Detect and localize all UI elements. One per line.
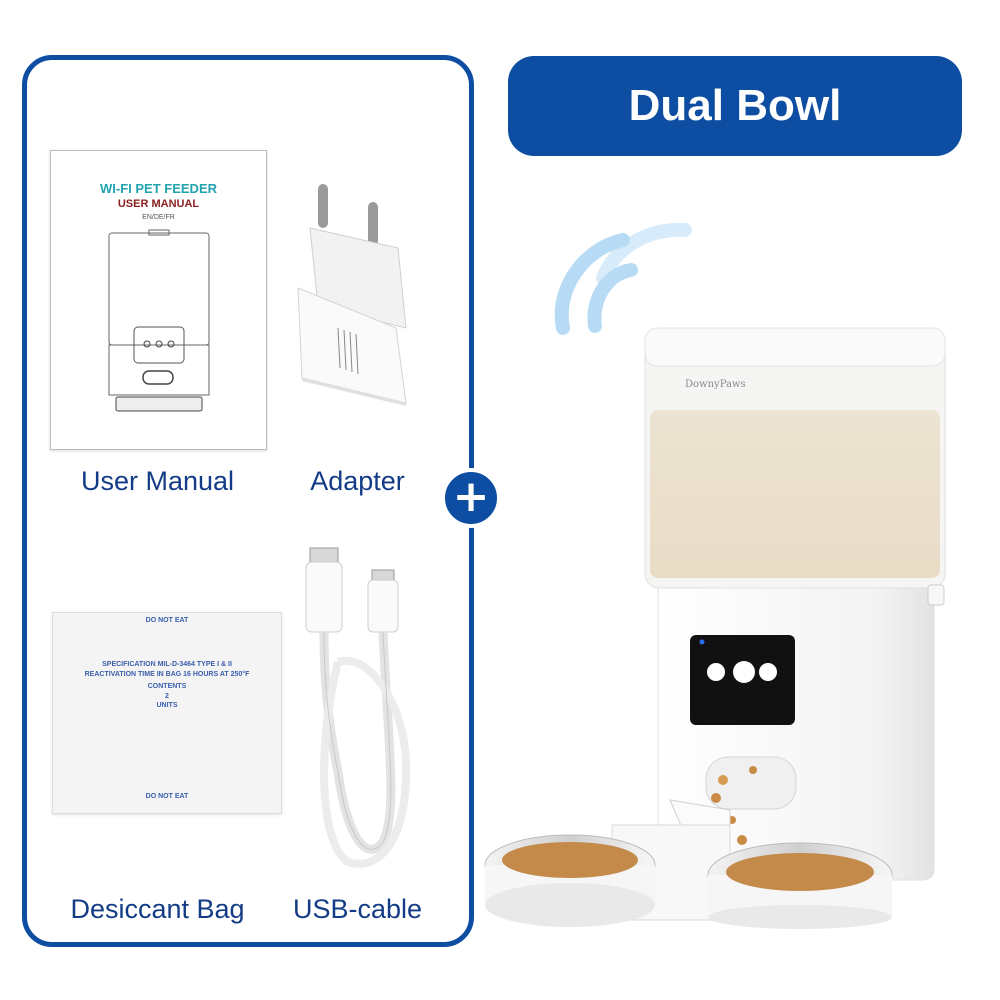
usb-cable-label: USB-cable: [292, 894, 423, 924]
user-manual-label: User Manual: [80, 466, 235, 496]
desiccant-bag-image: DO NOT EAT SPECIFICATION MIL-D-3464 TYPE…: [52, 612, 282, 814]
desiccant-top-text: DO NOT EAT: [145, 617, 189, 624]
desiccant-units-text: UNITS: [156, 702, 178, 709]
desiccant-units-count: 2: [165, 693, 169, 700]
manual-heading: WI-FI PET FEEDER: [100, 181, 217, 196]
dual-bowl-title: Dual Bowl: [508, 56, 962, 156]
manual-feeder-drawing: [108, 229, 210, 412]
user-manual-image: WI-FI PET FEEDER USER MANUAL EN/DE/FR: [50, 150, 267, 450]
usb-cable-image: [305, 547, 411, 868]
wifi-icon: [554, 222, 692, 335]
desiccant-bag-label: Desiccant Bag: [70, 894, 245, 924]
adapter-label: Adapter: [310, 466, 405, 496]
plus-icon: +: [441, 468, 501, 528]
desiccant-spec-text: SPECIFICATION MIL-D-3464 TYPE I & II: [102, 661, 232, 668]
desiccant-contents-text: CONTENTS: [147, 683, 187, 690]
desiccant-reactivation-text: REACTIVATION TIME IN BAG 16 HOURS AT 250…: [84, 671, 250, 678]
pet-feeder-image: DownyPaws: [484, 327, 946, 929]
manual-subheading: USER MANUAL: [117, 198, 200, 210]
adapter-image: [297, 184, 407, 406]
desiccant-bottom-text: DO NOT EAT: [145, 793, 189, 800]
manual-languages: EN/DE/FR: [142, 214, 175, 221]
brand-logo: DownyPaws: [685, 379, 746, 390]
